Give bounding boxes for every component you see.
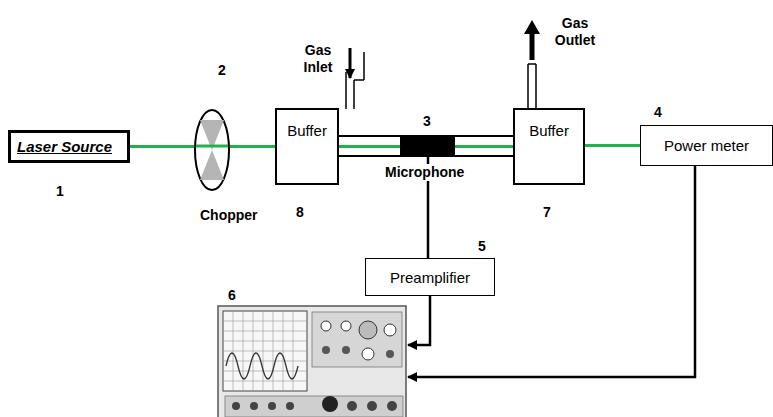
buffer-box: Buffer [275, 108, 339, 185]
gas-outlet-label: Gas Outlet [545, 15, 605, 49]
callout-number: 3 [423, 113, 431, 130]
microphone-body [400, 135, 455, 157]
part-label: Microphone [383, 164, 466, 181]
buffer-box: Buffer [513, 108, 585, 185]
gas-inlet-pipe [346, 48, 364, 109]
gas-outlet-pipe [524, 20, 540, 109]
power-meter-box: Power meter [640, 125, 773, 166]
box-text: Power meter [664, 137, 749, 154]
callout-number: 6 [228, 287, 236, 304]
laser-beam [585, 145, 640, 146]
chopper-wheel [195, 110, 229, 190]
gas-inlet-label: Gas Inlet [296, 42, 340, 76]
laser-source-box: Laser Source [8, 130, 130, 163]
laser-beam [130, 146, 275, 147]
callout-number: 4 [654, 104, 662, 121]
part-label: Chopper [200, 207, 258, 224]
box-text: Preamplifier [390, 269, 470, 286]
callout-number: 1 [56, 183, 64, 200]
box-text: Laser Source [17, 138, 112, 155]
oscilloscope [218, 306, 406, 417]
callout-number: 7 [543, 204, 551, 221]
callout-number: 2 [218, 62, 226, 79]
box-text: Buffer [287, 122, 327, 139]
gas-tube [338, 136, 514, 156]
callout-number: 5 [478, 238, 486, 255]
box-text: Buffer [529, 122, 569, 139]
callout-number: 8 [296, 204, 304, 221]
preamplifier-box: Preamplifier [365, 258, 495, 296]
